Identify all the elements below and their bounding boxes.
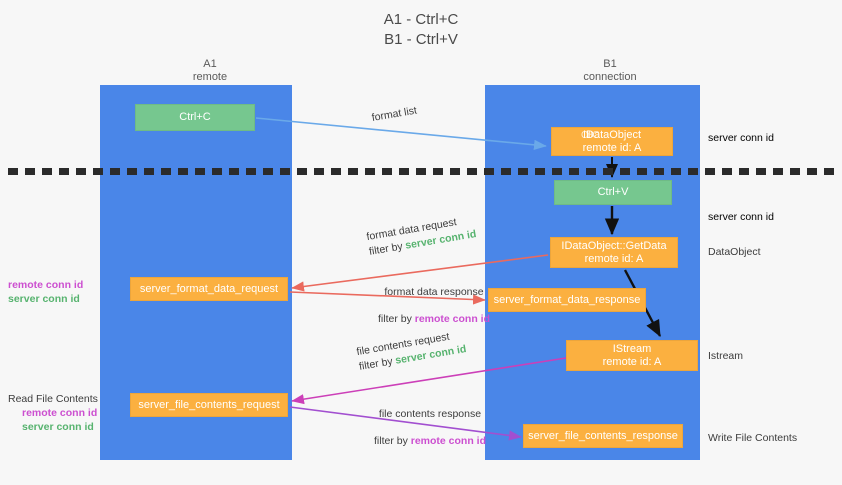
box-ctrl-c[interactable]: Ctrl+C [135,104,255,131]
edge-label-file-contents-response-filter: filter by remote conn id [350,434,510,449]
box-istream[interactable]: IStream remote id: A [566,340,698,371]
box-server-format-data-response-label: server_format_data_response [493,293,641,306]
box-server-file-contents-response-label: server_file_contents_response [528,429,678,442]
box-idataobject-label-wrap: Ctrl+C IDataObject [580,128,642,142]
title-line-1: A1 - Ctrl+C [383,11,459,28]
box-server-format-data-request[interactable]: server_format_data_request [130,277,288,301]
box-server-file-contents-request[interactable]: server_file_contents_request [130,393,288,417]
lane-a1-role: remote [192,71,228,83]
box-server-file-contents-response[interactable]: server_file_contents_response [523,424,683,448]
annotation-right-write-file-contents: Write File Contents [708,432,798,444]
box-getdata-label: IDataObject::GetData [561,239,667,252]
box-istream-sub: remote id: A [602,355,662,368]
box-server-format-data-request-label: server_format_data_request [139,282,279,295]
box-idataobject-label: IDataObject [582,128,642,141]
edge-label-format-data-request: format data request filter by server con… [366,212,478,260]
box-getdata[interactable]: IDataObject::GetData remote id: A [550,237,678,268]
edge-label-format-data-response: format data response filter by remote co… [359,285,509,327]
annotation-right-server-conn-id-top: server conn id [708,132,774,144]
edge-label-format-data-response-text: format data response [384,286,484,298]
box-server-format-data-response[interactable]: server_format_data_response [488,288,646,312]
filter-id-remote-conn: remote conn id [410,435,487,447]
annotation-right-istream: Istream [708,350,744,362]
filter-prefix: filter by [373,435,411,447]
annotation-read-file-contents: Read File Contents remote conn id server… [8,392,98,434]
edge-label-format-data-response-filter: filter by remote conn id [359,312,509,327]
box-ctrl-v-label: Ctrl+V [597,186,629,198]
annotation-read-server-conn-id: server conn id [22,421,94,433]
box-istream-label: IStream [612,342,652,355]
box-server-file-contents-request-label: server_file_contents_request [138,398,280,411]
edge-label-file-contents-request: file contents request filter by server c… [356,327,468,375]
box-idataobject[interactable]: Ctrl+C IDataObject remote id: A [551,127,673,156]
annotation-right-dataobject: DataObject [708,246,761,258]
lane-header-a1: A1 remote [120,58,300,84]
lane-a1-name: A1 [203,58,217,70]
filter-prefix: filter by [377,313,415,325]
box-ctrl-v[interactable]: Ctrl+V [554,180,672,205]
filter-id-remote-conn: remote conn id [414,313,491,325]
box-idataobject-ghost-label: Ctrl+C [580,129,600,141]
page-title: A1 - Ctrl+C B1 - Ctrl+V [0,10,842,50]
edge-label-format-list-text: format list [370,104,418,124]
edge-label-file-contents-response: file contents response filter by remote … [350,407,510,449]
annotation-read-remote-conn-id: remote conn id [22,407,98,419]
annotation-left-conn-ids: remote conn id server conn id [8,278,83,306]
edge-label-format-list: format list [371,104,418,126]
edge-label-file-contents-response-text: file contents response [378,408,482,420]
lane-header-b1: B1 connection [520,58,700,84]
annotation-read-file-contents-title: Read File Contents [8,393,98,405]
annotation-left-server-conn-id: server conn id [8,293,80,305]
annotation-right-server-conn-id-second: server conn id [708,211,774,223]
box-ctrl-c-label: Ctrl+C [179,111,211,123]
title-line-2: B1 - Ctrl+V [384,31,458,48]
lane-b1-name: B1 [603,58,617,70]
phase-divider [8,168,834,175]
lane-b1-role: connection [583,71,637,83]
box-idataobject-sub: remote id: A [582,141,642,154]
annotation-left-remote-conn-id: remote conn id [8,279,84,291]
box-getdata-sub: remote id: A [584,252,644,265]
